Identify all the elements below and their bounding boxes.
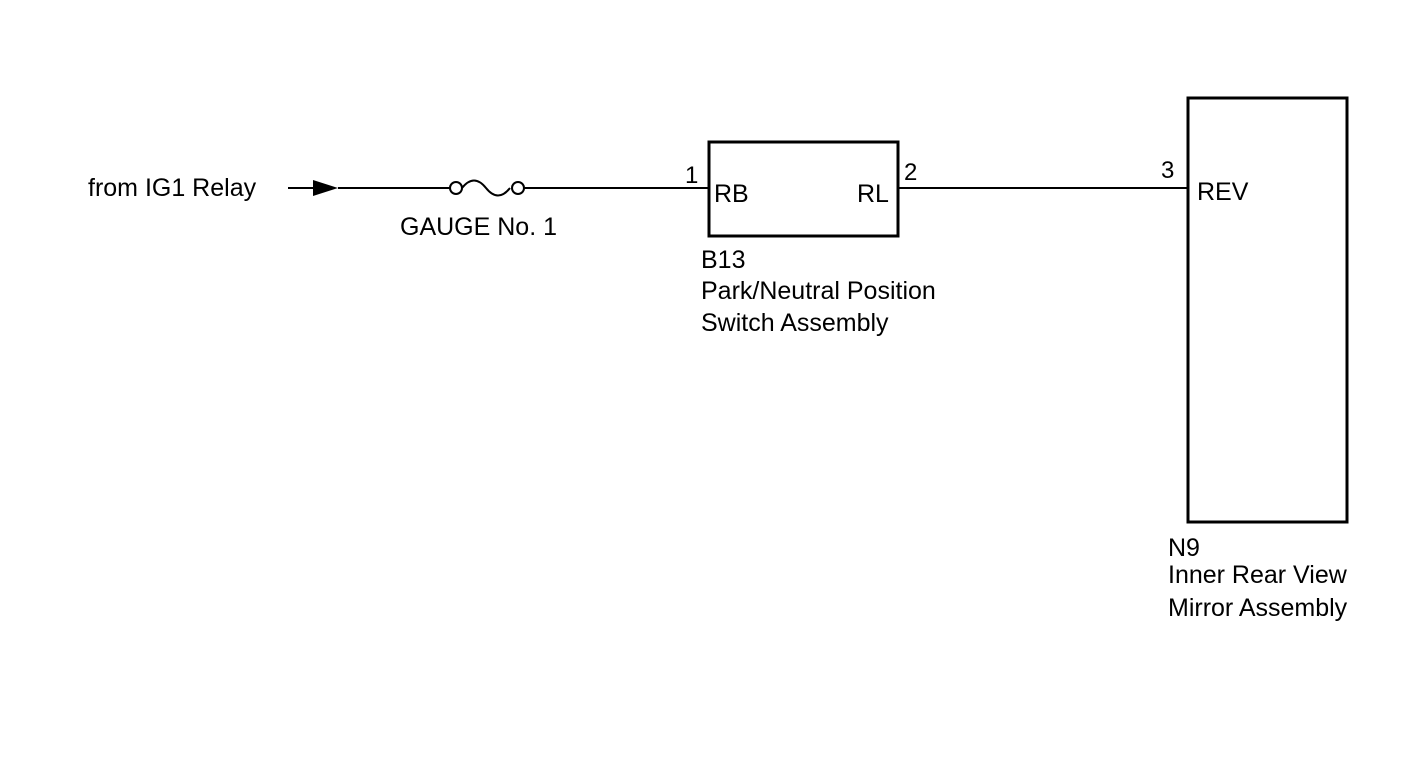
b13-name-line2: Switch Assembly [701, 309, 889, 337]
n9-code: N9 [1168, 534, 1200, 562]
source-label: from IG1 Relay [88, 174, 257, 202]
source-arrow-head-icon [313, 180, 338, 196]
b13-pin-number-1: 1 [685, 162, 699, 189]
n9-name-line1: Inner Rear View [1168, 561, 1347, 589]
n9-pin-name-rev: REV [1197, 178, 1249, 206]
n9-pin-number-3: 3 [1161, 157, 1175, 184]
b13-pin-name-rb: RB [714, 180, 749, 208]
b13-code: B13 [701, 246, 746, 274]
b13-pin-number-2: 2 [904, 159, 918, 186]
b13-pin-name-rl: RL [857, 180, 889, 208]
n9-name-line2: Mirror Assembly [1168, 594, 1348, 622]
b13-name-line1: Park/Neutral Position [701, 277, 936, 305]
fuse-label: GAUGE No. 1 [400, 213, 557, 241]
n9-component-box [1186, 96, 1349, 524]
fuse-icon [449, 179, 525, 197]
